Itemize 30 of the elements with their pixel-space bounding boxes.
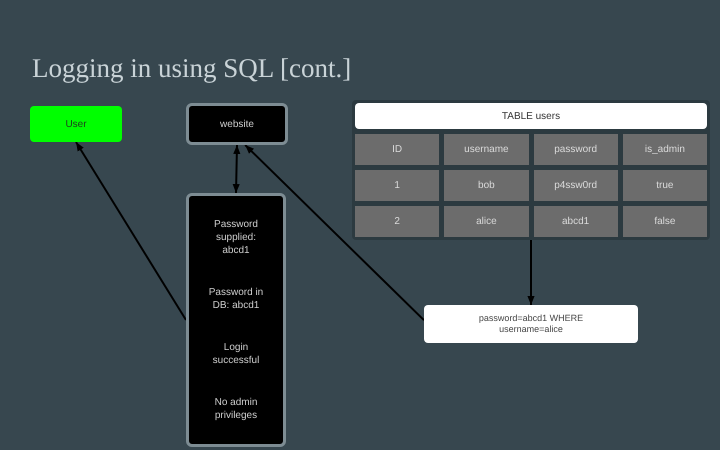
table-cell: password — [534, 134, 618, 165]
node-label: Password in DB: abcd1 — [208, 286, 264, 312]
node-label: Password supplied: abcd1 — [213, 218, 259, 258]
table-cell: bob — [444, 170, 528, 201]
arrow — [232, 144, 240, 194]
arrow — [527, 240, 535, 305]
data-table — [352, 100, 710, 240]
table-cell: ID — [355, 134, 440, 165]
node-label: password=abcd1 WHERE username=alice — [478, 313, 584, 335]
table-cell: username — [444, 134, 528, 165]
node-label: No admin privileges — [214, 396, 258, 422]
arrow — [75, 141, 187, 321]
process-box — [186, 103, 288, 145]
table-cell: p4ssw0rd — [534, 170, 618, 201]
table-cell: 1 — [355, 170, 440, 201]
node-label: Login successful — [212, 340, 260, 367]
user-box — [30, 106, 122, 142]
table-cell: 2 — [355, 206, 440, 237]
query-box — [424, 305, 638, 343]
table-cell: false — [622, 206, 707, 237]
table-cell: abcd1 — [534, 206, 618, 237]
table-cell: is_admin — [622, 134, 707, 165]
process-box — [186, 193, 286, 447]
node-label: website — [220, 118, 254, 132]
arrow — [244, 144, 425, 321]
slide-title: Logging in using SQL [cont.] — [32, 52, 352, 85]
node-label: User — [65, 118, 87, 132]
table-cell: alice — [444, 206, 528, 237]
table-title: TABLE users — [355, 103, 707, 129]
table-cell: true — [622, 170, 707, 201]
